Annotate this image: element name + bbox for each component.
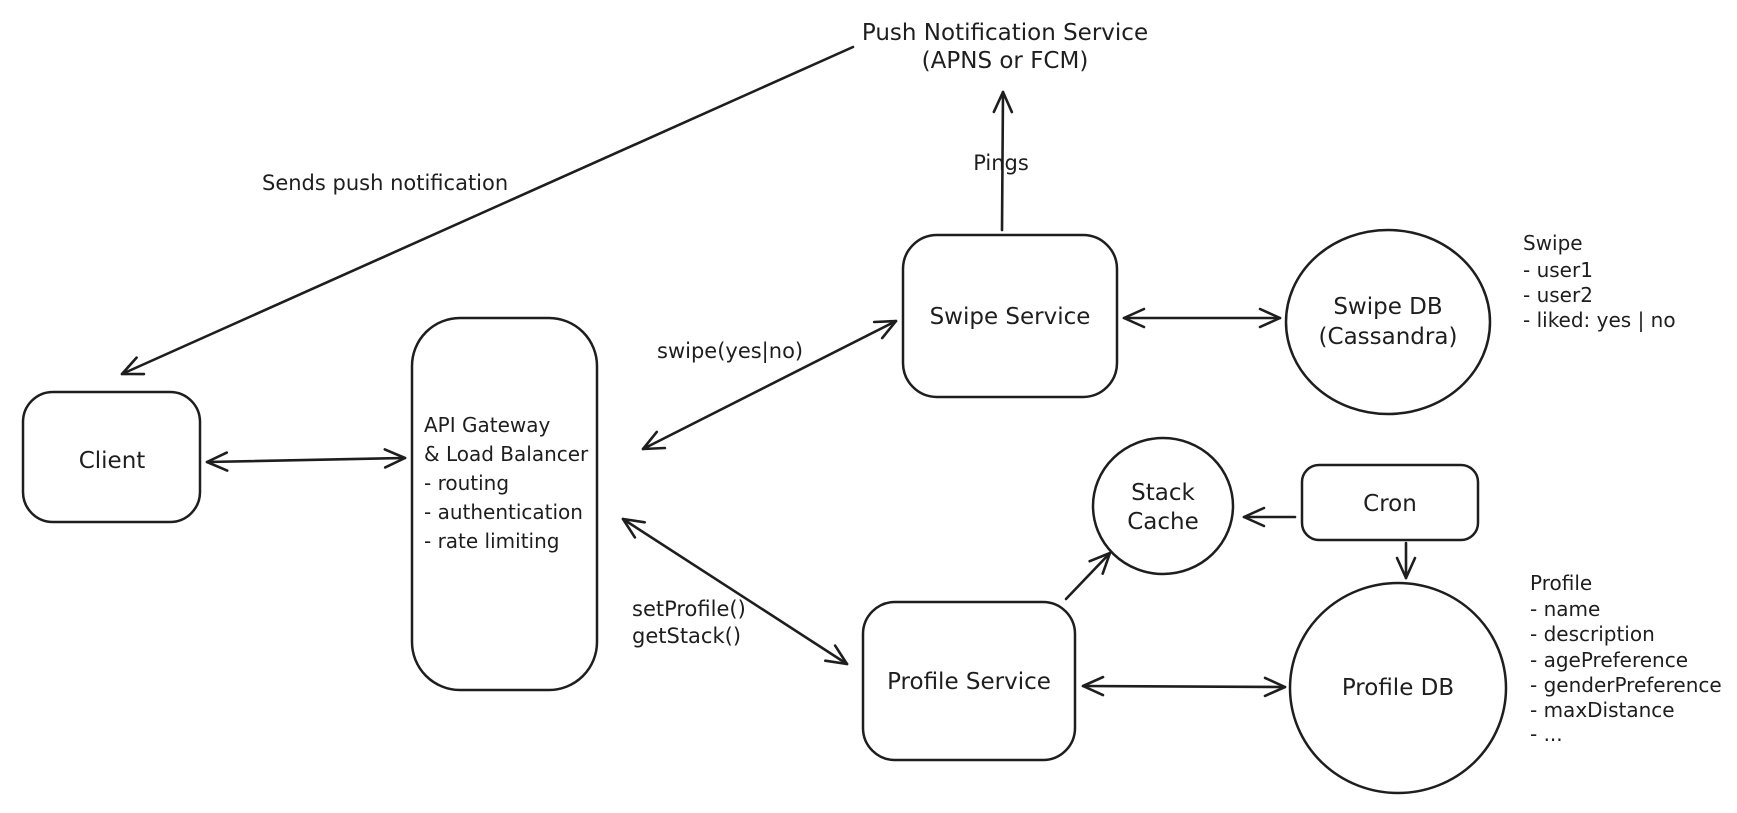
profile-schema-field-5: - maxDistance — [1530, 698, 1675, 722]
profile-service-node — [861, 600, 1077, 762]
api-gateway-label-line-3: - routing — [424, 471, 509, 495]
push-notification-service-label-line-2: (APNS or FCM) — [922, 48, 1089, 74]
profile-schema-field-1: - name — [1530, 597, 1600, 621]
client-label: Client — [79, 448, 146, 474]
profile-db-node — [1288, 581, 1508, 795]
cron-node — [1300, 463, 1480, 542]
swipe-schema-annotation: Swipe - user1 - user2 - liked: yes | no — [1523, 231, 1676, 332]
profile-db-label: Profile DB — [1342, 675, 1454, 701]
edge-client-api-gateway — [205, 448, 407, 472]
edge-push-service-to-client — [120, 45, 855, 376]
profile-schema-field-6: - ... — [1530, 722, 1563, 746]
edges-layer — [120, 45, 1417, 698]
swipe-call-label: swipe(yes|no) — [657, 339, 803, 364]
profile-schema-field-3: - agePreference — [1530, 648, 1688, 672]
push-notification-service-label-line-1: Push Notification Service — [862, 20, 1148, 46]
stack-cache-node — [1091, 436, 1235, 576]
edge-labels-layer: Sends push notification Pings swipe(yes|… — [262, 151, 1029, 648]
edge-api-gateway-profile-service — [621, 517, 849, 666]
pings-label: Pings — [973, 151, 1029, 175]
api-gateway-label: API Gateway & Load Balancer - routing - … — [424, 413, 589, 553]
stack-cache-label-line-1: Stack — [1131, 480, 1195, 506]
swipe-schema-field-3: - liked: yes | no — [1523, 308, 1676, 332]
api-gateway-label-line-2: & Load Balancer — [424, 442, 589, 466]
swipe-db-label-line-1: Swipe DB — [1333, 294, 1442, 320]
swipe-schema-title: Swipe — [1523, 231, 1583, 255]
swipe-schema-field-2: - user2 — [1523, 283, 1593, 307]
profile-schema-title: Profile — [1530, 571, 1592, 595]
edge-api-gateway-swipe-service — [641, 319, 898, 451]
profile-schema-field-2: - description — [1530, 622, 1655, 646]
swipe-service-label: Swipe Service — [930, 304, 1091, 330]
edge-profile-service-profile-db — [1081, 675, 1287, 698]
profile-service-label: Profile Service — [887, 669, 1051, 695]
sends-push-notification-label: Sends push notification — [262, 171, 508, 195]
edge-swipe-service-to-push-service — [992, 90, 1014, 232]
api-gateway-label-line-4: - authentication — [424, 500, 583, 524]
swipe-schema-field-1: - user1 — [1523, 258, 1593, 282]
profile-schema-field-4: - genderPreference — [1530, 673, 1722, 697]
api-gateway-label-line-1: API Gateway — [424, 413, 551, 437]
swipe-service-node — [901, 233, 1119, 399]
client-node — [21, 390, 202, 524]
api-gateway-node — [410, 316, 599, 692]
set-profile-call-label: setProfile() — [632, 597, 746, 621]
profile-schema-annotation: Profile - name - description - agePrefer… — [1530, 571, 1722, 746]
cron-label: Cron — [1363, 491, 1417, 517]
edge-profile-service-to-stack-cache — [1064, 551, 1112, 601]
swipe-db-node — [1284, 228, 1492, 416]
stack-cache-label-line-2: Cache — [1127, 509, 1199, 535]
nodes-layer: Client API Gateway & Load Balancer - rou… — [21, 20, 1508, 795]
get-stack-call-label: getStack() — [632, 624, 741, 648]
api-gateway-label-line-5: - rate limiting — [424, 529, 559, 553]
swipe-db-label-line-2: (Cassandra) — [1319, 324, 1458, 350]
